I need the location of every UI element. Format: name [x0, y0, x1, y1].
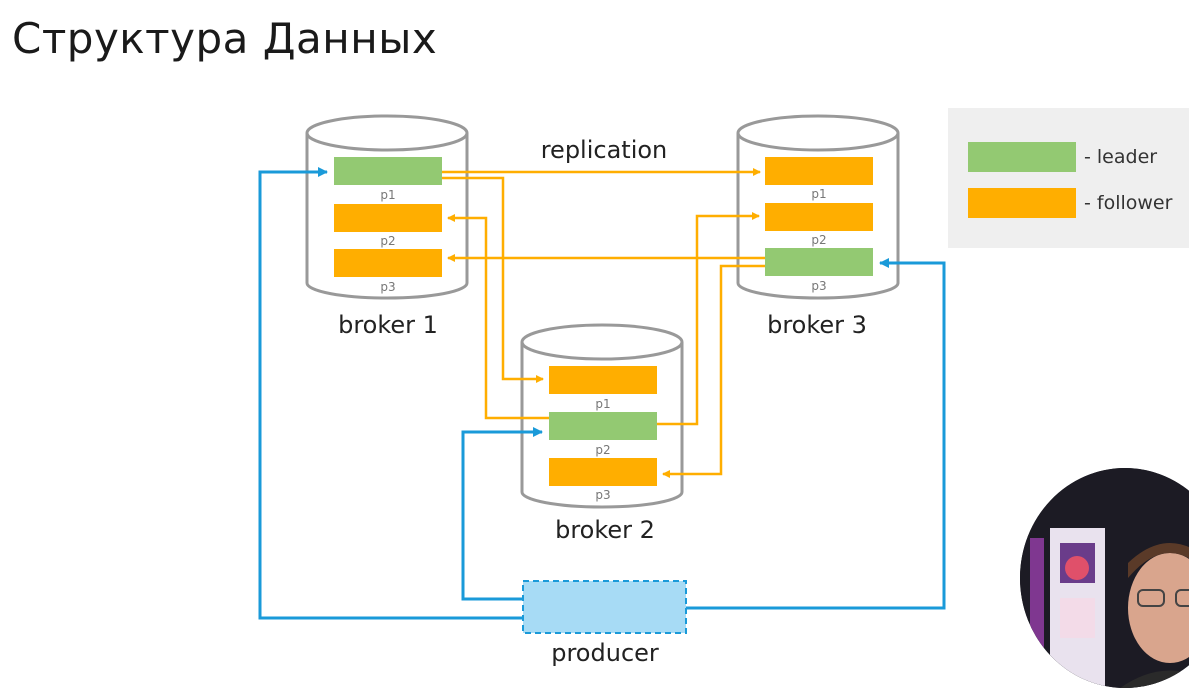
legend-follower-label: - follower	[1084, 192, 1173, 214]
replication-arrow-b1p1-to-b2p1	[442, 176, 544, 383]
replication-label: replication	[541, 136, 668, 164]
b2-partition-p3-label: p3	[595, 488, 610, 502]
legend-item-follower: - follower	[968, 188, 1172, 218]
producer-arrow-to-b3p3	[686, 258, 946, 610]
legend-leader-swatch	[968, 142, 1076, 172]
b1-partition-p2-label: p2	[380, 234, 395, 248]
replication-arrows	[442, 168, 765, 478]
b1-partition-p1	[334, 157, 442, 185]
b2-partition-p1-label: p1	[595, 397, 610, 411]
b3-partition-p1-label: p1	[811, 187, 826, 201]
b3-partition-p3	[765, 248, 873, 276]
producer-label: producer	[551, 639, 659, 666]
b1-partition-p1-label: p1	[380, 188, 395, 202]
b2-partition-p2	[549, 412, 657, 440]
replication-arrow-b2p2-to-b3p2	[657, 212, 760, 426]
replication-arrow-b2p2-to-b1p2	[447, 214, 549, 420]
kafka-diagram: p1 p2 p3 p1 p2 p3 p1 p2 p3 broker 1 brok…	[258, 114, 946, 666]
b1-partition-p2	[334, 204, 442, 232]
legend-item-leader: - leader	[968, 142, 1157, 172]
legend-leader-label: - leader	[1084, 146, 1158, 168]
b3-partition-p2-label: p2	[811, 233, 826, 247]
b1-partition-p3-label: p3	[380, 280, 395, 294]
legend-follower-swatch	[968, 188, 1076, 218]
broker-1-label: broker 1	[338, 311, 438, 339]
b2-partition-p3	[549, 458, 657, 486]
broker-3-label: broker 3	[767, 311, 867, 339]
b2-partition-p1	[549, 366, 657, 394]
producer-arrow-to-b1p1	[258, 167, 523, 620]
b2-partition-p2-label: p2	[595, 443, 610, 457]
b3-partition-p2	[765, 203, 873, 231]
slide-title: Структура Данных	[12, 14, 438, 63]
b3-partition-p3-label: p3	[811, 279, 826, 293]
producer-box	[522, 580, 687, 634]
broker-2-label: broker 2	[555, 516, 655, 544]
producer-arrows	[258, 167, 946, 620]
b1-partition-p3	[334, 249, 442, 277]
legend: - leader - follower	[948, 108, 1189, 248]
b3-partition-p1	[765, 157, 873, 185]
replication-arrow-b3p3-to-b2p3	[662, 264, 765, 478]
producer-arrow-to-b2p2	[461, 427, 543, 601]
